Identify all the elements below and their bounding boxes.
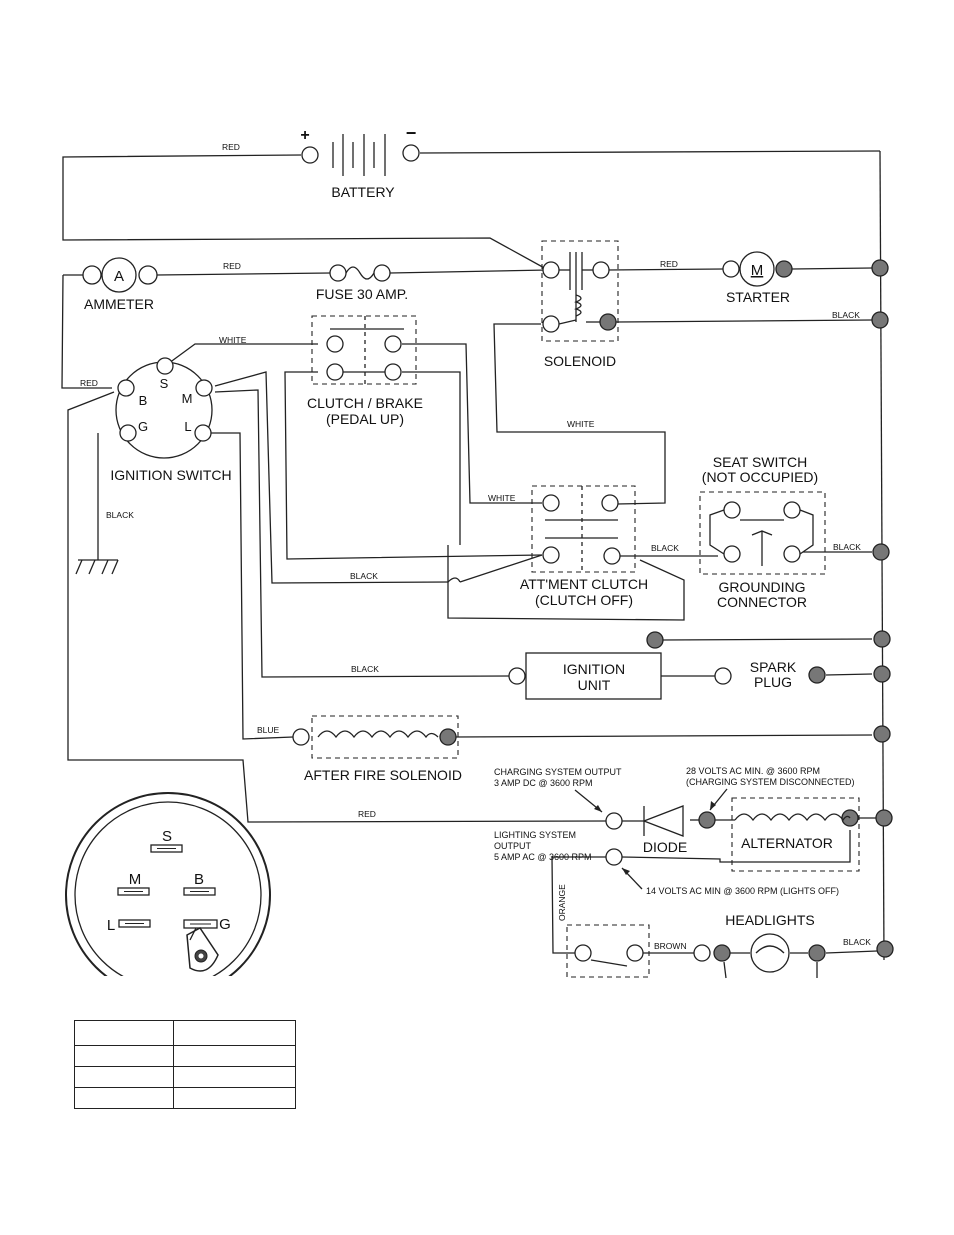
terminal-m-label: M xyxy=(182,391,193,406)
fuse-icon xyxy=(345,266,375,280)
note-charging-line2: 3 AMP DC @ 3600 RPM xyxy=(494,778,593,788)
after-fire-coil-icon xyxy=(317,730,439,739)
spark-plug-label: SPARK xyxy=(750,659,797,675)
solenoid-coil-icon xyxy=(574,294,582,317)
diode-label: DIODE xyxy=(643,839,687,855)
battery-label: BATTERY xyxy=(331,184,395,200)
battery-plus-symbol: + xyxy=(300,127,309,144)
detail-m-label: M xyxy=(129,871,142,888)
battery: + − BATTERY xyxy=(300,123,420,200)
headlights: HEADLIGHTS xyxy=(566,912,826,978)
wire-label-black-ground: BLACK xyxy=(106,510,134,520)
ammeter: A AMMETER xyxy=(82,257,158,312)
wire-label-red-battery: RED xyxy=(222,142,240,152)
table-row xyxy=(74,1066,296,1088)
battery-negative-terminal xyxy=(402,144,420,162)
wire-label-black-solenoid: BLACK xyxy=(832,310,860,320)
ignition-switch: S B M G L IGNITION SWITCH xyxy=(110,357,232,483)
attachment-clutch-switch: ATT'MENT CLUTCH (CLUTCH OFF) xyxy=(520,485,648,608)
solenoid: SOLENOID xyxy=(541,240,619,369)
headlights-label: HEADLIGHTS xyxy=(725,912,814,928)
attment-clutch-label: ATT'MENT CLUTCH xyxy=(520,576,648,592)
starter-motor-icon xyxy=(739,251,775,287)
after-fire-solenoid: AFTER FIRE SOLENOID xyxy=(292,715,462,783)
detail-g-label: G xyxy=(219,916,231,933)
spark-plug: SPARK PLUG xyxy=(714,659,826,690)
wire-label-white-switch: WHITE xyxy=(219,335,247,345)
battery-positive-terminal xyxy=(301,146,319,164)
note-lighting-line2: OUTPUT xyxy=(494,841,532,851)
starter-symbol: M xyxy=(751,262,764,279)
ammeter-icon xyxy=(101,257,137,293)
fuse: FUSE 30 AMP. xyxy=(316,264,408,302)
grounding-connector-sublabel: CONNECTOR xyxy=(717,594,807,610)
table-row xyxy=(74,1045,296,1067)
wire-labels: RED RED RED BLACK WHITE RED WHITE WHITE … xyxy=(80,142,871,951)
clutch-brake-label: CLUTCH / BRAKE xyxy=(307,395,423,411)
attment-clutch-sublabel: (CLUTCH OFF) xyxy=(535,592,633,608)
wire-label-red-diode: RED xyxy=(358,809,376,819)
wire-label-brown: BROWN xyxy=(654,941,687,951)
headlight-bulb-icon xyxy=(750,933,790,973)
ammeter-label: AMMETER xyxy=(84,296,154,312)
wires xyxy=(61,150,885,979)
detail-l-label: L xyxy=(107,917,115,934)
starter: M STARTER xyxy=(722,251,793,305)
after-fire-label: AFTER FIRE SOLENOID xyxy=(304,767,462,783)
battery-minus-symbol: − xyxy=(406,123,417,143)
spark-plug-sublabel: PLUG xyxy=(754,674,792,690)
alternator-label: ALTERNATOR xyxy=(741,835,833,851)
terminal-s-label: S xyxy=(160,376,169,391)
wire-label-orange: ORANGE xyxy=(557,884,567,921)
table-row xyxy=(74,1087,296,1109)
wire-label-black-ignition: BLACK xyxy=(351,664,379,674)
detail-s-label: S xyxy=(162,828,172,845)
ignition-unit-sublabel: UNIT xyxy=(578,677,611,693)
fuse-label: FUSE 30 AMP. xyxy=(316,286,408,302)
solenoid-label: SOLENOID xyxy=(544,353,616,369)
ground-rail-dots xyxy=(871,259,894,958)
wire-label-black-m: BLACK xyxy=(350,571,378,581)
starter-label: STARTER xyxy=(726,289,790,305)
wire-label-black-headlights: BLACK xyxy=(843,937,871,947)
diode: DIODE xyxy=(605,805,716,866)
wire-label-black-seat: BLACK xyxy=(833,542,861,552)
wire-label-red-starter: RED xyxy=(660,259,678,269)
note-14volts: 14 VOLTS AC MIN @ 3600 RPM (LIGHTS OFF) xyxy=(646,886,839,896)
wire-label-white-solenoid: WHITE xyxy=(567,419,595,429)
ignition-switch-label: IGNITION SWITCH xyxy=(110,467,231,483)
diode-icon xyxy=(642,805,684,837)
wire-label-red-ammeter: RED xyxy=(223,261,241,271)
note-28volts-line2: (CHARGING SYSTEM DISCONNECTED) xyxy=(686,777,855,787)
blank-legend-table xyxy=(74,1020,296,1109)
detail-b-label: B xyxy=(194,871,204,888)
ignition-unit-label: IGNITION xyxy=(563,661,625,677)
ignition-switch-detail: S M B L G xyxy=(65,792,271,976)
grounding-connector-label: GROUNDING xyxy=(718,579,805,595)
wire-label-black-grounding: BLACK xyxy=(651,543,679,553)
terminal-b-label: B xyxy=(139,393,148,408)
clutch-brake-switch: CLUTCH / BRAKE (PEDAL UP) xyxy=(307,315,423,427)
ammeter-symbol: A xyxy=(114,268,124,285)
wire-label-white-attment: WHITE xyxy=(488,493,516,503)
wire-label-red-switch: RED xyxy=(80,378,98,388)
seat-switch: SEAT SWITCH (NOT OCCUPIED) GROUNDING CON… xyxy=(699,454,826,610)
alternator-coil-icon xyxy=(734,813,851,822)
note-28volts-line1: 28 VOLTS AC MIN. @ 3600 RPM xyxy=(686,766,820,776)
clutch-brake-sublabel: (PEDAL UP) xyxy=(326,411,404,427)
terminal-g-label: G xyxy=(138,419,148,434)
seat-switch-label: SEAT SWITCH xyxy=(713,454,807,470)
wire-label-blue: BLUE xyxy=(257,725,280,735)
terminal-l-label: L xyxy=(184,419,191,434)
alternator: ALTERNATOR xyxy=(731,797,860,872)
note-lighting-line3: 5 AMP AC @ 3600 RPM xyxy=(494,852,592,862)
annotations: CHARGING SYSTEM OUTPUT 3 AMP DC @ 3600 R… xyxy=(494,766,855,896)
ignition-unit: IGNITION UNIT xyxy=(508,631,664,700)
note-lighting-line1: LIGHTING SYSTEM xyxy=(494,830,576,840)
table-row xyxy=(74,1020,296,1046)
note-charging-line1: CHARGING SYSTEM OUTPUT xyxy=(494,767,622,777)
seat-switch-sublabel: (NOT OCCUPIED) xyxy=(702,469,818,485)
